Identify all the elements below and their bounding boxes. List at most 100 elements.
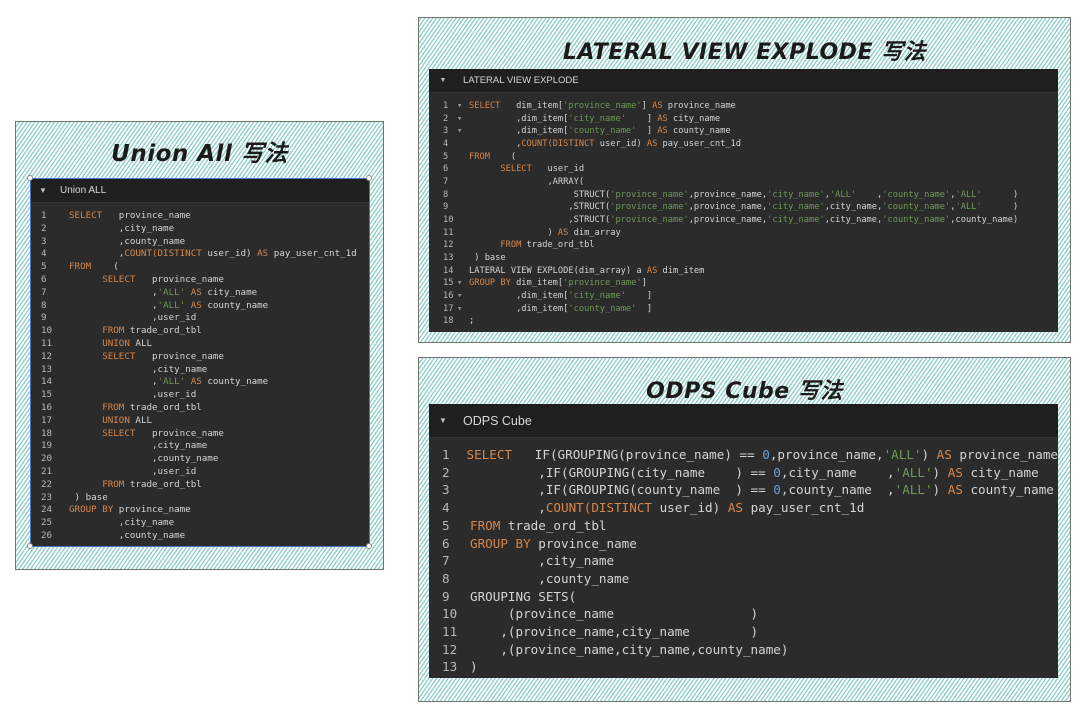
line-number: 11	[442, 624, 458, 640]
line-number: 6	[443, 164, 449, 175]
code-line: 3 ,IF(GROUPING(county_name ) == 0,county…	[429, 481, 1058, 499]
sql-token: STRUCT(	[469, 189, 611, 200]
code-text: ,IF(GROUPING(city_name ) == 0,city_name …	[470, 464, 1039, 482]
sql-keyword: SELECT	[466, 447, 513, 462]
union-all-editor-label: Union ALL	[60, 185, 107, 196]
sql-token: ,	[69, 376, 158, 388]
code-line: 8 ,'ALL' AS county_name	[31, 300, 369, 313]
odps-cube-editor-header[interactable]: ▼ ODPS Cube	[429, 404, 1058, 438]
sql-keyword: GROUP BY	[69, 504, 114, 516]
sql-token: trade_ord_tbl	[124, 478, 202, 490]
sql-token: dim_item[	[510, 278, 564, 289]
line-number: 13	[41, 363, 53, 375]
line-number: 5	[443, 151, 449, 162]
lateral-view-title: LATERAL VIEW EXPLODE 写法	[562, 40, 927, 65]
code-text: SELECT dim_item['province_name'] AS prov…	[469, 100, 736, 113]
fold-arrow-icon[interactable]: ▾	[457, 113, 463, 124]
code-text: ;	[469, 315, 474, 328]
resize-handle[interactable]	[366, 543, 372, 549]
collapse-caret-icon[interactable]: ▼	[439, 416, 447, 425]
fold-arrow-icon[interactable]: ▾	[457, 126, 463, 137]
code-line: 6 SELECT user_id	[429, 163, 1058, 176]
fold-arrow-icon[interactable]: ▾	[457, 303, 463, 314]
code-line: 16▾ ,dim_item['city_name' ]	[429, 290, 1058, 303]
line-number: 26	[41, 529, 53, 541]
line-number: 8	[442, 570, 450, 586]
resize-handle[interactable]	[27, 175, 33, 181]
lateral-view-editor-header[interactable]: ▼ LATERAL VIEW EXPLODE	[429, 69, 1058, 93]
sql-token: ,city_name ,	[780, 464, 895, 480]
collapse-caret-icon[interactable]: ▼	[439, 77, 447, 84]
line-number: 12	[443, 240, 454, 251]
lateral-view-editor[interactable]: ▼ LATERAL VIEW EXPLODE 1▾SELECT dim_item…	[429, 69, 1058, 332]
sql-string: 'county_name'	[882, 189, 951, 200]
code-line: 2 ,city_name	[31, 223, 369, 236]
sql-token: ,dim_item[	[469, 126, 569, 137]
sql-token: province_name	[135, 273, 224, 285]
sql-string: 'city_name'	[767, 202, 825, 213]
sql-token: city_name	[962, 464, 1039, 480]
sql-token: ,	[950, 189, 956, 200]
fold-gutter	[457, 239, 469, 252]
fold-gutter	[457, 315, 469, 328]
sql-token	[69, 428, 102, 439]
code-line: 15▾GROUP BY dim_item['province_name']	[429, 277, 1058, 290]
fold-arrow-icon[interactable]: ▾	[457, 290, 463, 301]
code-line: 5 FROM (	[429, 151, 1058, 164]
line-number: 15	[443, 278, 454, 289]
sql-keyword: COUNT(DISTINCT	[124, 248, 202, 260]
odps-cube-title: ODPS Cube 写法	[646, 379, 843, 404]
sql-token	[69, 325, 102, 336]
code-text: (province_name )	[470, 605, 758, 623]
sql-token: province_name	[951, 447, 1058, 462]
code-text: ,dim_item['county_name' ]	[469, 303, 652, 316]
sql-keyword: SELECT	[69, 210, 103, 221]
sql-string: 'ALL'	[157, 299, 186, 311]
line-number: 12	[41, 350, 53, 362]
line-number: 19	[41, 440, 53, 452]
sql-token: user_id)	[594, 138, 647, 149]
sql-token: ,	[470, 500, 546, 516]
line-number: 15	[41, 389, 53, 401]
code-line: 18;	[429, 315, 1058, 328]
sql-token: ALL	[129, 414, 153, 426]
line-number: 3	[443, 126, 449, 137]
fold-arrow-icon[interactable]: ▾	[457, 278, 463, 289]
fold-arrow-icon[interactable]: ▾	[457, 101, 463, 111]
sql-token: ,user_id	[69, 312, 197, 324]
line-number: 4	[442, 500, 450, 516]
sql-keyword: COUNT(DISTINCT	[545, 500, 652, 516]
sql-token: ]	[641, 278, 647, 289]
code-text: ,dim_item['city_name' ]	[469, 290, 652, 303]
line-number: 1	[41, 210, 47, 221]
sql-token: ]	[625, 113, 658, 124]
code-line: 18 SELECT province_name	[31, 428, 369, 441]
union-all-editor-header[interactable]: ▼ Union ALL	[31, 179, 369, 203]
resize-handle[interactable]	[366, 175, 372, 181]
code-text: UNION ALL	[69, 415, 152, 428]
sql-token: user_id)	[651, 500, 728, 516]
code-line: 3 ,county_name	[31, 236, 369, 249]
sql-keyword: UNION	[102, 337, 130, 349]
code-line: 1▾SELECT dim_item['province_name'] AS pr…	[429, 100, 1058, 113]
sql-token: ,(province_name,city_name )	[470, 624, 759, 640]
collapse-caret-icon[interactable]: ▼	[39, 186, 47, 195]
sql-token: IF(GROUPING(province_name) ==	[512, 447, 763, 462]
lateral-view-code[interactable]: 1▾SELECT dim_item['province_name'] AS pr…	[429, 100, 1058, 328]
code-line: 12 SELECT province_name	[31, 351, 369, 364]
code-text: FROM (	[69, 261, 119, 274]
sql-string: 'province_name'	[563, 101, 642, 111]
code-text: FROM (	[469, 151, 516, 164]
sql-token	[69, 274, 102, 285]
code-text: ,user_id	[69, 312, 196, 325]
sql-token: trade_ord_tbl	[521, 240, 595, 251]
sql-string: 'city_name'	[767, 214, 825, 225]
sql-keyword: AS	[646, 138, 658, 149]
code-text: SELECT province_name	[69, 210, 191, 223]
resize-handle[interactable]	[27, 543, 33, 549]
